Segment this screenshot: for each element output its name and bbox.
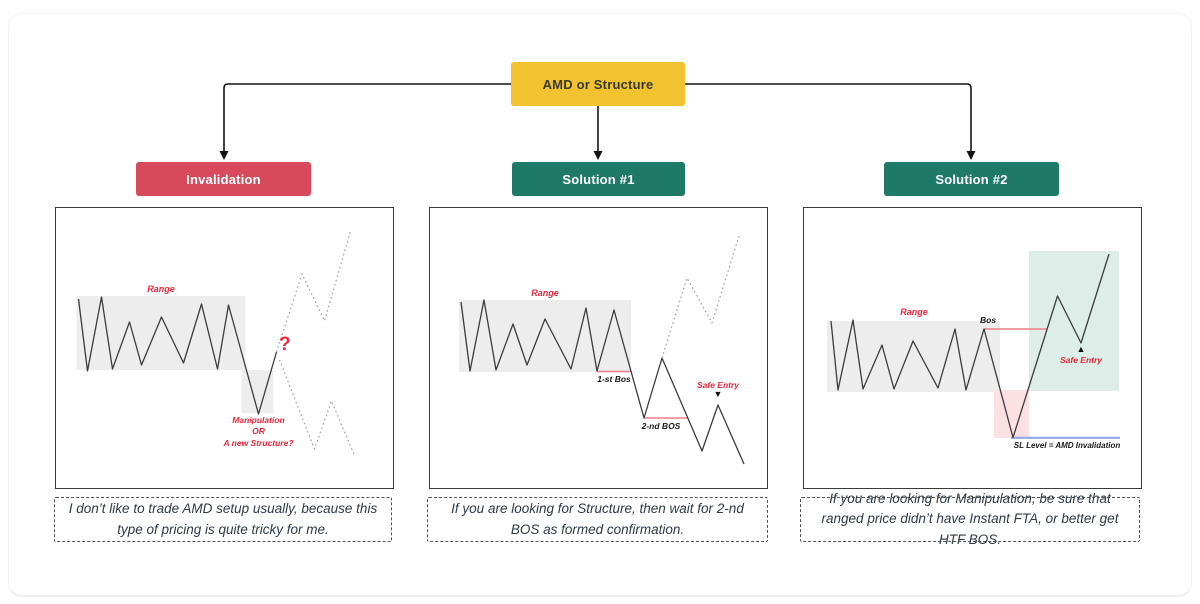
safe-entry-down-arrow-icon: ▼ <box>713 389 723 399</box>
bos-label: Bos <box>980 315 997 325</box>
range-label: Range <box>900 307 928 317</box>
possible-path-up <box>661 235 740 359</box>
chart-panel-invalidation: Range Manipulation OR A new Structure? ? <box>55 207 394 489</box>
chart-panel-solution-2: Range Bos ▲ Safe Entry SL Level = AMD In… <box>803 207 1142 489</box>
node-solution-1-label: Solution #1 <box>562 171 635 187</box>
first-bos-label: 1-st Bos <box>597 374 631 384</box>
manipulation-label: Manipulation OR A new Structure? <box>201 415 316 449</box>
solution-1-chart <box>459 235 745 465</box>
caption-solution-2: If you are looking for Manipulation, be … <box>800 491 1140 547</box>
possible-path-up <box>275 230 352 353</box>
range-label: Range <box>147 284 175 294</box>
node-root-label: AMD or Structure <box>542 76 654 92</box>
node-solution-2: Solution #2 <box>884 162 1059 196</box>
manipulation-label-line-2: OR <box>252 426 265 437</box>
safe-entry-up-arrow-icon: ▲ <box>1076 344 1086 354</box>
node-solution-1: Solution #1 <box>512 162 685 196</box>
caption-invalidation: I don’t like to trade AMD setup usually,… <box>54 497 392 542</box>
range-label: Range <box>531 288 559 298</box>
manipulation-zone <box>241 370 274 413</box>
caption-invalidation-text: I don’t like to trade AMD setup usually,… <box>68 501 378 537</box>
range-zone <box>76 296 246 370</box>
safe-entry-zone <box>1029 251 1119 391</box>
price-line <box>830 253 1110 439</box>
price-line <box>77 296 278 415</box>
sl-level-label: SL Level = AMD Invalidation <box>1013 441 1121 450</box>
safe-entry-label: Safe Entry <box>1059 355 1103 365</box>
caption-solution-1-text: If you are looking for Structure, then w… <box>451 501 744 537</box>
caption-solution-1: If you are looking for Structure, then w… <box>427 497 768 542</box>
node-invalidation-label: Invalidation <box>186 171 261 187</box>
invalidation-chart <box>76 230 355 455</box>
safe-entry-label: Safe Entry <box>696 380 740 390</box>
manipulation-label-line-1: Manipulation <box>232 415 285 425</box>
price-line <box>460 299 745 465</box>
range-zone <box>827 321 1000 392</box>
question-mark: ? <box>279 334 291 355</box>
node-solution-2-label: Solution #2 <box>935 171 1008 187</box>
solution-2-chart <box>827 251 1120 439</box>
range-zone <box>459 300 631 372</box>
chart-panel-solution-1: Range 1-st Bos 2-nd BOS Safe Entry ▼ <box>429 207 768 489</box>
node-invalidation: Invalidation <box>136 162 311 196</box>
manipulation-label-line-3: A new Structure? <box>223 437 294 448</box>
node-amd-or-structure: AMD or Structure <box>511 62 685 106</box>
caption-solution-2-text: If you are looking for Manipulation, be … <box>821 491 1119 547</box>
second-bos-label: 2-nd BOS <box>641 421 681 431</box>
